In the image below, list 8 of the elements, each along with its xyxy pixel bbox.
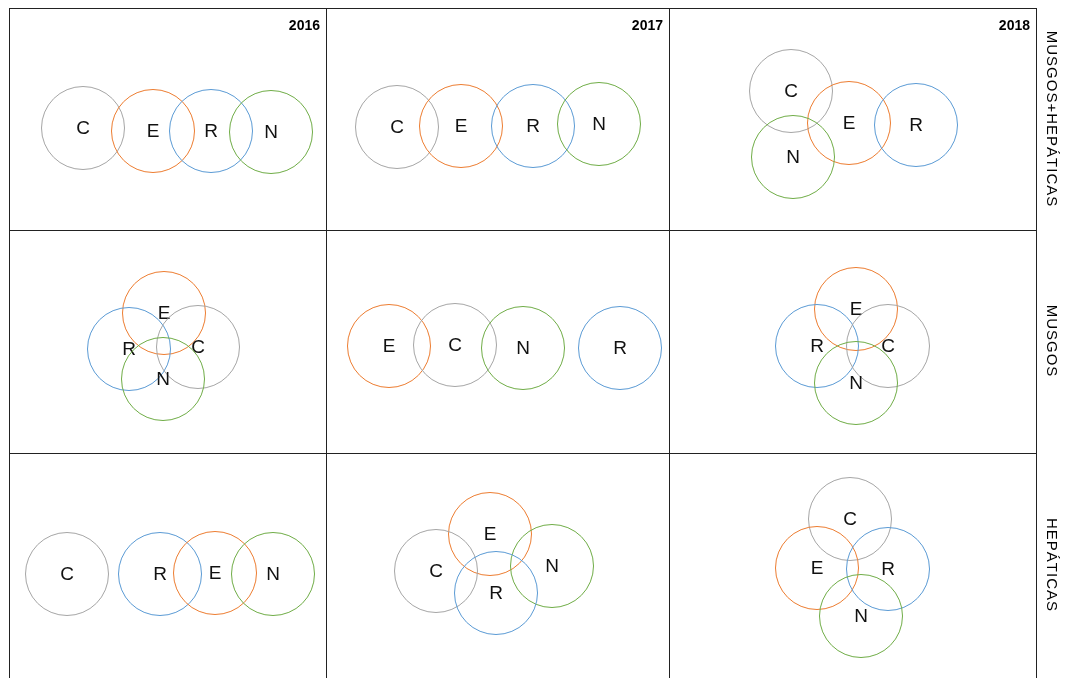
year-label: 2018	[998, 17, 1030, 33]
year-label: 2017	[631, 17, 663, 33]
year-label: 2016	[288, 17, 320, 33]
row-label: MUSGOS	[1043, 304, 1061, 378]
grid-cell	[9, 8, 327, 231]
grid-cell	[669, 8, 1037, 231]
row-label: MUSGOS+HEPÁTICAS	[1043, 30, 1061, 208]
row-label: HEPÁTICAS	[1043, 518, 1061, 612]
